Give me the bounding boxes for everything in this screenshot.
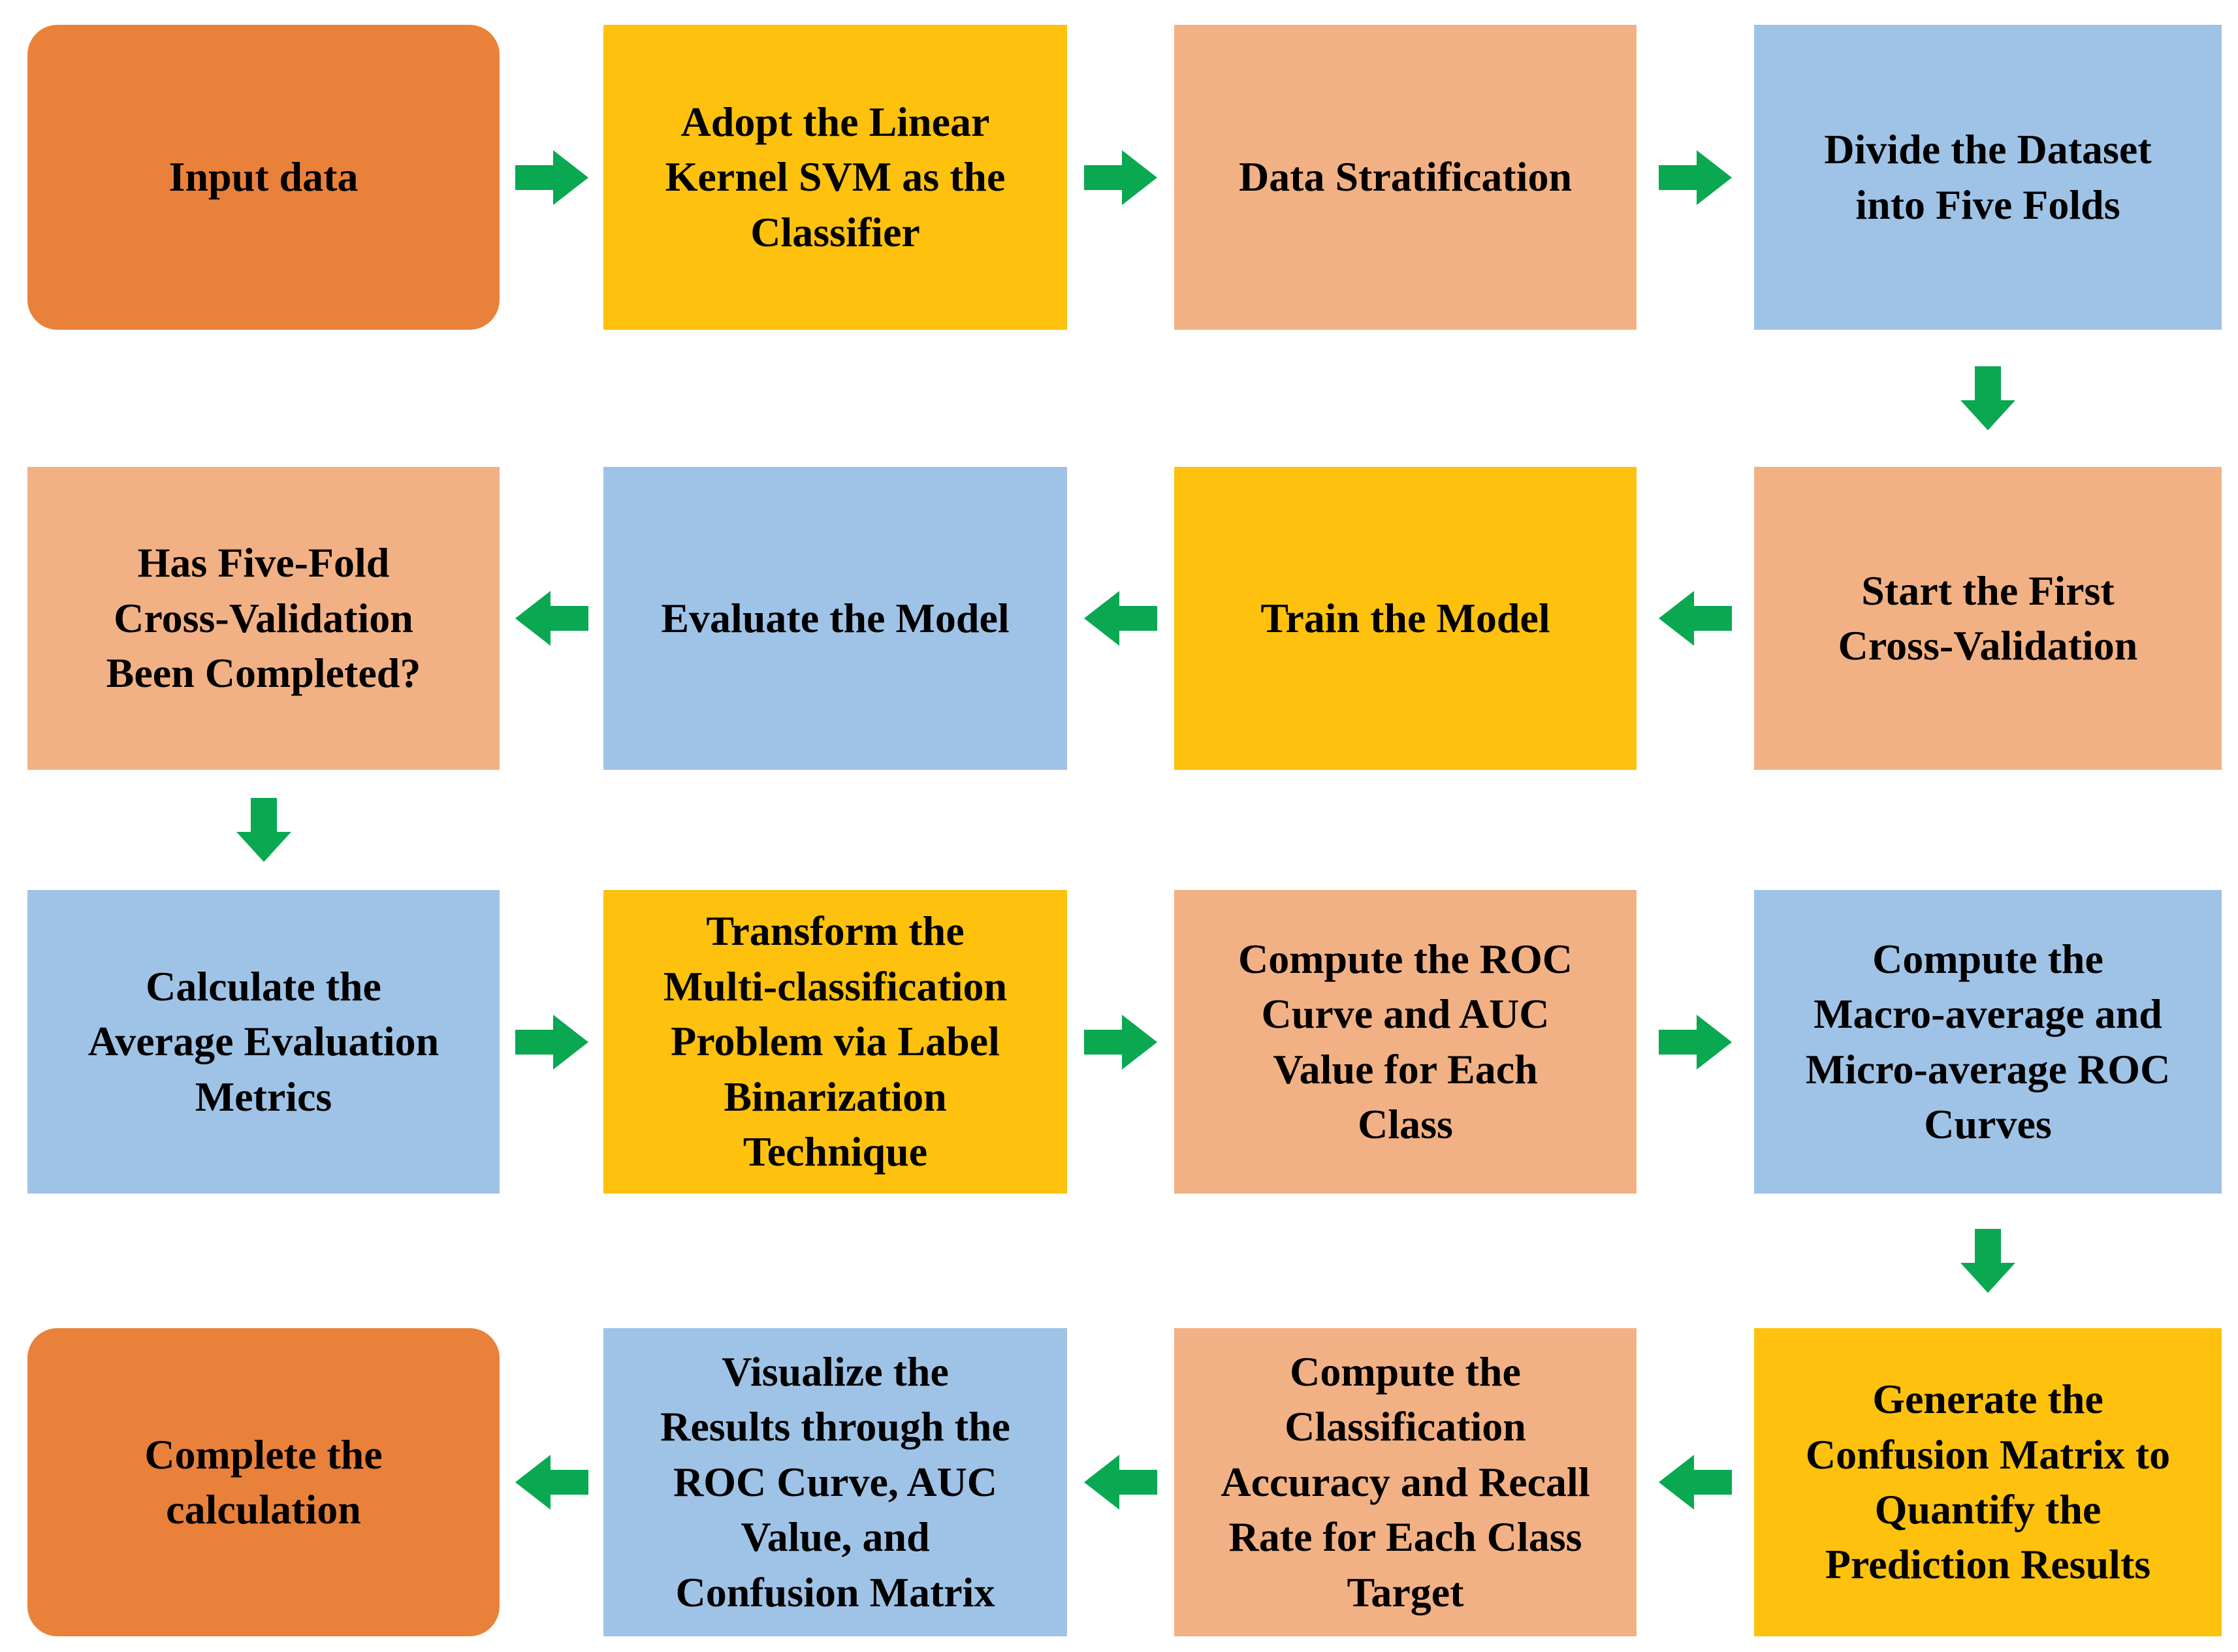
node-accuracy-recall: Compute the Classification Accuracy and … xyxy=(1174,1328,1637,1636)
connector-confusion-matrix-to-accuracy-recall xyxy=(1659,1455,1732,1510)
node-label: Start the First Cross-Validation xyxy=(1838,567,2138,669)
node-label: Transform the Multi-classification Probl… xyxy=(663,908,1008,1175)
node-label: Adopt the Linear Kernel SVM as the Class… xyxy=(665,98,1006,255)
node-label: Calculate the Average Evaluation Metrics xyxy=(88,962,440,1120)
connector-adopt-svm-to-data-stratification xyxy=(1084,150,1157,205)
connector-input-data-to-adopt-svm xyxy=(515,150,588,205)
connector-label-binarization-to-roc-auc-each-class xyxy=(1084,1014,1157,1070)
connector-macro-micro-roc-to-confusion-matrix xyxy=(1960,1229,2015,1293)
node-label: Generate the Confusion Matrix to Quantif… xyxy=(1805,1376,2171,1588)
node-label: Has Five-Fold Cross-Validation Been Comp… xyxy=(106,539,421,697)
connector-visualize-results-to-complete-calculation xyxy=(515,1455,588,1510)
node-label: Divide the Dataset into Five Folds xyxy=(1824,126,2152,228)
connector-accuracy-recall-to-visualize-results xyxy=(1084,1455,1157,1510)
arrow-down-icon xyxy=(1960,366,2015,430)
node-confusion-matrix: Generate the Confusion Matrix to Quantif… xyxy=(1754,1328,2222,1636)
connector-evaluate-model-to-five-fold-complete xyxy=(515,591,588,646)
connector-roc-auc-each-class-to-macro-micro-roc xyxy=(1659,1014,1732,1070)
arrow-left-icon xyxy=(1659,1455,1732,1510)
arrow-right-icon xyxy=(515,1014,588,1070)
arrow-right-icon xyxy=(1659,1014,1732,1070)
node-label: Visualize the Results through the ROC Cu… xyxy=(660,1348,1010,1615)
arrow-right-icon xyxy=(1084,150,1157,205)
connector-start-first-cv-to-train-model xyxy=(1659,591,1732,646)
node-divide-dataset: Divide the Dataset into Five Folds xyxy=(1754,25,2222,330)
connector-divide-dataset-to-start-first-cv xyxy=(1960,366,2015,430)
node-complete-calculation: Complete the calculation xyxy=(27,1328,500,1636)
arrow-left-icon xyxy=(1084,1455,1157,1510)
connector-data-stratification-to-divide-dataset xyxy=(1659,150,1732,205)
node-label: Compute the Classification Accuracy and … xyxy=(1221,1348,1590,1615)
node-start-first-cv: Start the First Cross-Validation xyxy=(1754,467,2222,770)
arrow-right-icon xyxy=(1659,150,1732,205)
node-label: Complete the calculation xyxy=(144,1431,383,1533)
connector-five-fold-complete-to-calc-average-metrics xyxy=(236,798,291,862)
arrow-right-icon xyxy=(515,150,588,205)
node-roc-auc-each-class: Compute the ROC Curve and AUC Value for … xyxy=(1174,890,1637,1194)
node-adopt-svm: Adopt the Linear Kernel SVM as the Class… xyxy=(603,25,1067,330)
node-train-model: Train the Model xyxy=(1174,467,1637,770)
node-calc-average-metrics: Calculate the Average Evaluation Metrics xyxy=(27,890,500,1194)
node-visualize-results: Visualize the Results through the ROC Cu… xyxy=(603,1328,1067,1636)
connector-train-model-to-evaluate-model xyxy=(1084,591,1157,646)
node-macro-micro-roc: Compute the Macro-average and Micro-aver… xyxy=(1754,890,2222,1194)
node-label: Data Stratification xyxy=(1238,153,1573,200)
node-label: Train the Model xyxy=(1260,594,1550,641)
node-evaluate-model: Evaluate the Model xyxy=(603,467,1067,770)
node-label-binarization: Transform the Multi-classification Probl… xyxy=(603,890,1067,1194)
arrow-down-icon xyxy=(236,798,291,862)
node-label: Compute the Macro-average and Micro-aver… xyxy=(1805,935,2171,1147)
connector-calc-average-metrics-to-label-binarization xyxy=(515,1014,588,1070)
node-data-stratification: Data Stratification xyxy=(1174,25,1637,330)
arrow-right-icon xyxy=(1084,1014,1157,1070)
arrow-left-icon xyxy=(515,591,588,646)
arrow-down-icon xyxy=(1960,1229,2015,1293)
node-label: Input data xyxy=(168,153,359,200)
node-label: Evaluate the Model xyxy=(661,594,1010,641)
node-input-data: Input data xyxy=(27,25,500,330)
node-five-fold-complete: Has Five-Fold Cross-Validation Been Comp… xyxy=(27,467,500,770)
arrow-left-icon xyxy=(515,1455,588,1510)
node-label: Compute the ROC Curve and AUC Value for … xyxy=(1238,935,1573,1147)
arrow-left-icon xyxy=(1084,591,1157,646)
arrow-left-icon xyxy=(1659,591,1732,646)
